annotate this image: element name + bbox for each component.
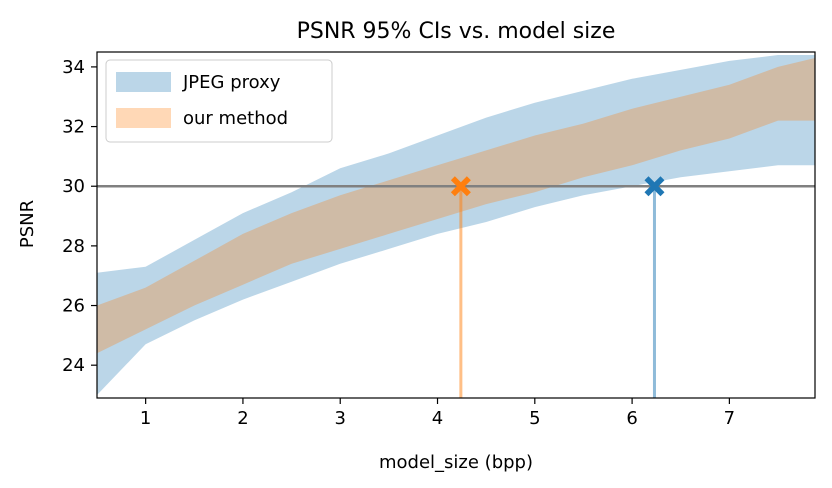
y-axis-label: PSNR xyxy=(17,200,38,248)
ci-band-our-method xyxy=(97,58,815,354)
legend: JPEG proxy our method xyxy=(105,59,333,143)
plot-frame xyxy=(96,51,816,399)
chart-title: PSNR 95% CIs vs. model size xyxy=(297,19,616,44)
legend-box xyxy=(105,59,333,143)
y-tick-label-30: 30 xyxy=(62,176,85,197)
x-tick-label-2: 2 xyxy=(237,408,248,429)
y-tick-label-26: 26 xyxy=(62,296,85,317)
y-tick-label-34: 34 xyxy=(62,57,85,78)
plot-clipped xyxy=(97,55,815,398)
y-tick-label-32: 32 xyxy=(62,117,85,138)
ci-band-jpeg-proxy xyxy=(97,55,815,395)
y-tick-label-28: 28 xyxy=(62,236,85,257)
y-tick-label-24: 24 xyxy=(62,355,85,376)
legend-swatch-our-method xyxy=(116,108,171,128)
x-tick-label-3: 3 xyxy=(334,408,345,429)
marker-our-method xyxy=(450,176,471,197)
x-tick-label-4: 4 xyxy=(432,408,443,429)
x-tick-label-6: 6 xyxy=(626,408,637,429)
x-tick-label-7: 7 xyxy=(724,408,735,429)
x-axis-label: model_size (bpp) xyxy=(379,452,533,473)
x-tick-label-1: 1 xyxy=(140,408,151,429)
x-tick-label-5: 5 xyxy=(529,408,540,429)
marker-jpeg-proxy xyxy=(644,176,665,197)
legend-label-our-method: our method xyxy=(183,108,288,129)
legend-swatch-jpeg-proxy xyxy=(116,72,171,92)
plot-area xyxy=(97,55,815,398)
legend-label-jpeg-proxy: JPEG proxy xyxy=(182,72,281,93)
